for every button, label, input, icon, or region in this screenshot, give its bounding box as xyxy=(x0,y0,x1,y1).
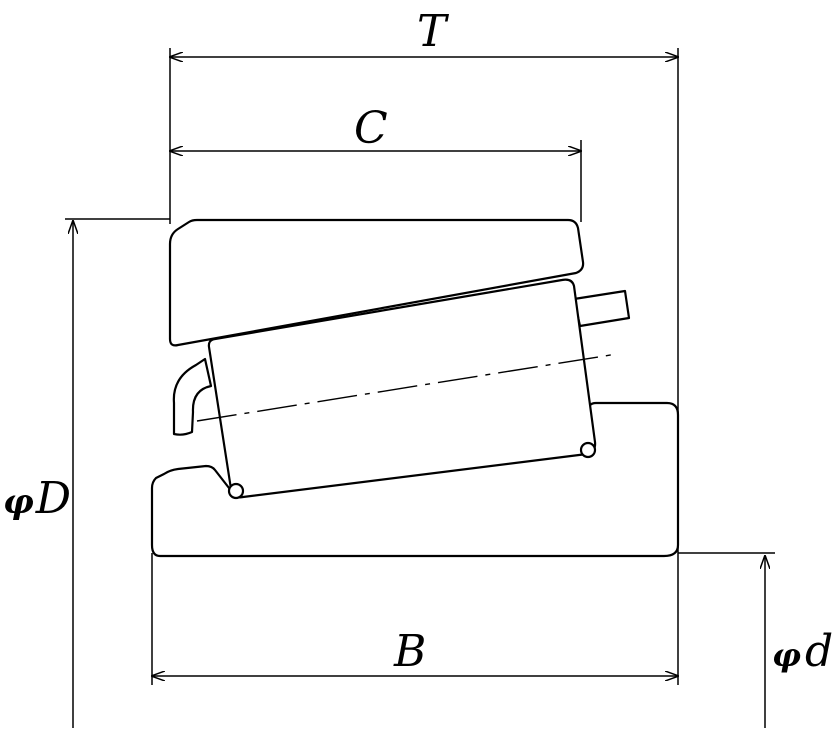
outer-ring xyxy=(168,218,585,347)
label-T: T xyxy=(417,6,450,57)
label-phi-D-letter: D xyxy=(35,473,71,524)
cage-right-tab xyxy=(572,289,631,328)
label-C: C xyxy=(354,103,388,154)
inner-ring xyxy=(150,401,680,558)
roller-fillet-left xyxy=(227,482,245,500)
label-phi-D-prefix: φ xyxy=(3,482,34,522)
roller-centerline xyxy=(196,353,618,422)
label-phi-d: φd xyxy=(772,626,833,677)
roller-fillet-right xyxy=(579,441,597,459)
label-phi-d-prefix: φ xyxy=(772,636,801,674)
label-phi-d-letter: d xyxy=(805,626,833,677)
cage-left-hook xyxy=(172,357,213,436)
label-B: B xyxy=(393,626,426,677)
label-phi-D: φD xyxy=(3,473,71,524)
